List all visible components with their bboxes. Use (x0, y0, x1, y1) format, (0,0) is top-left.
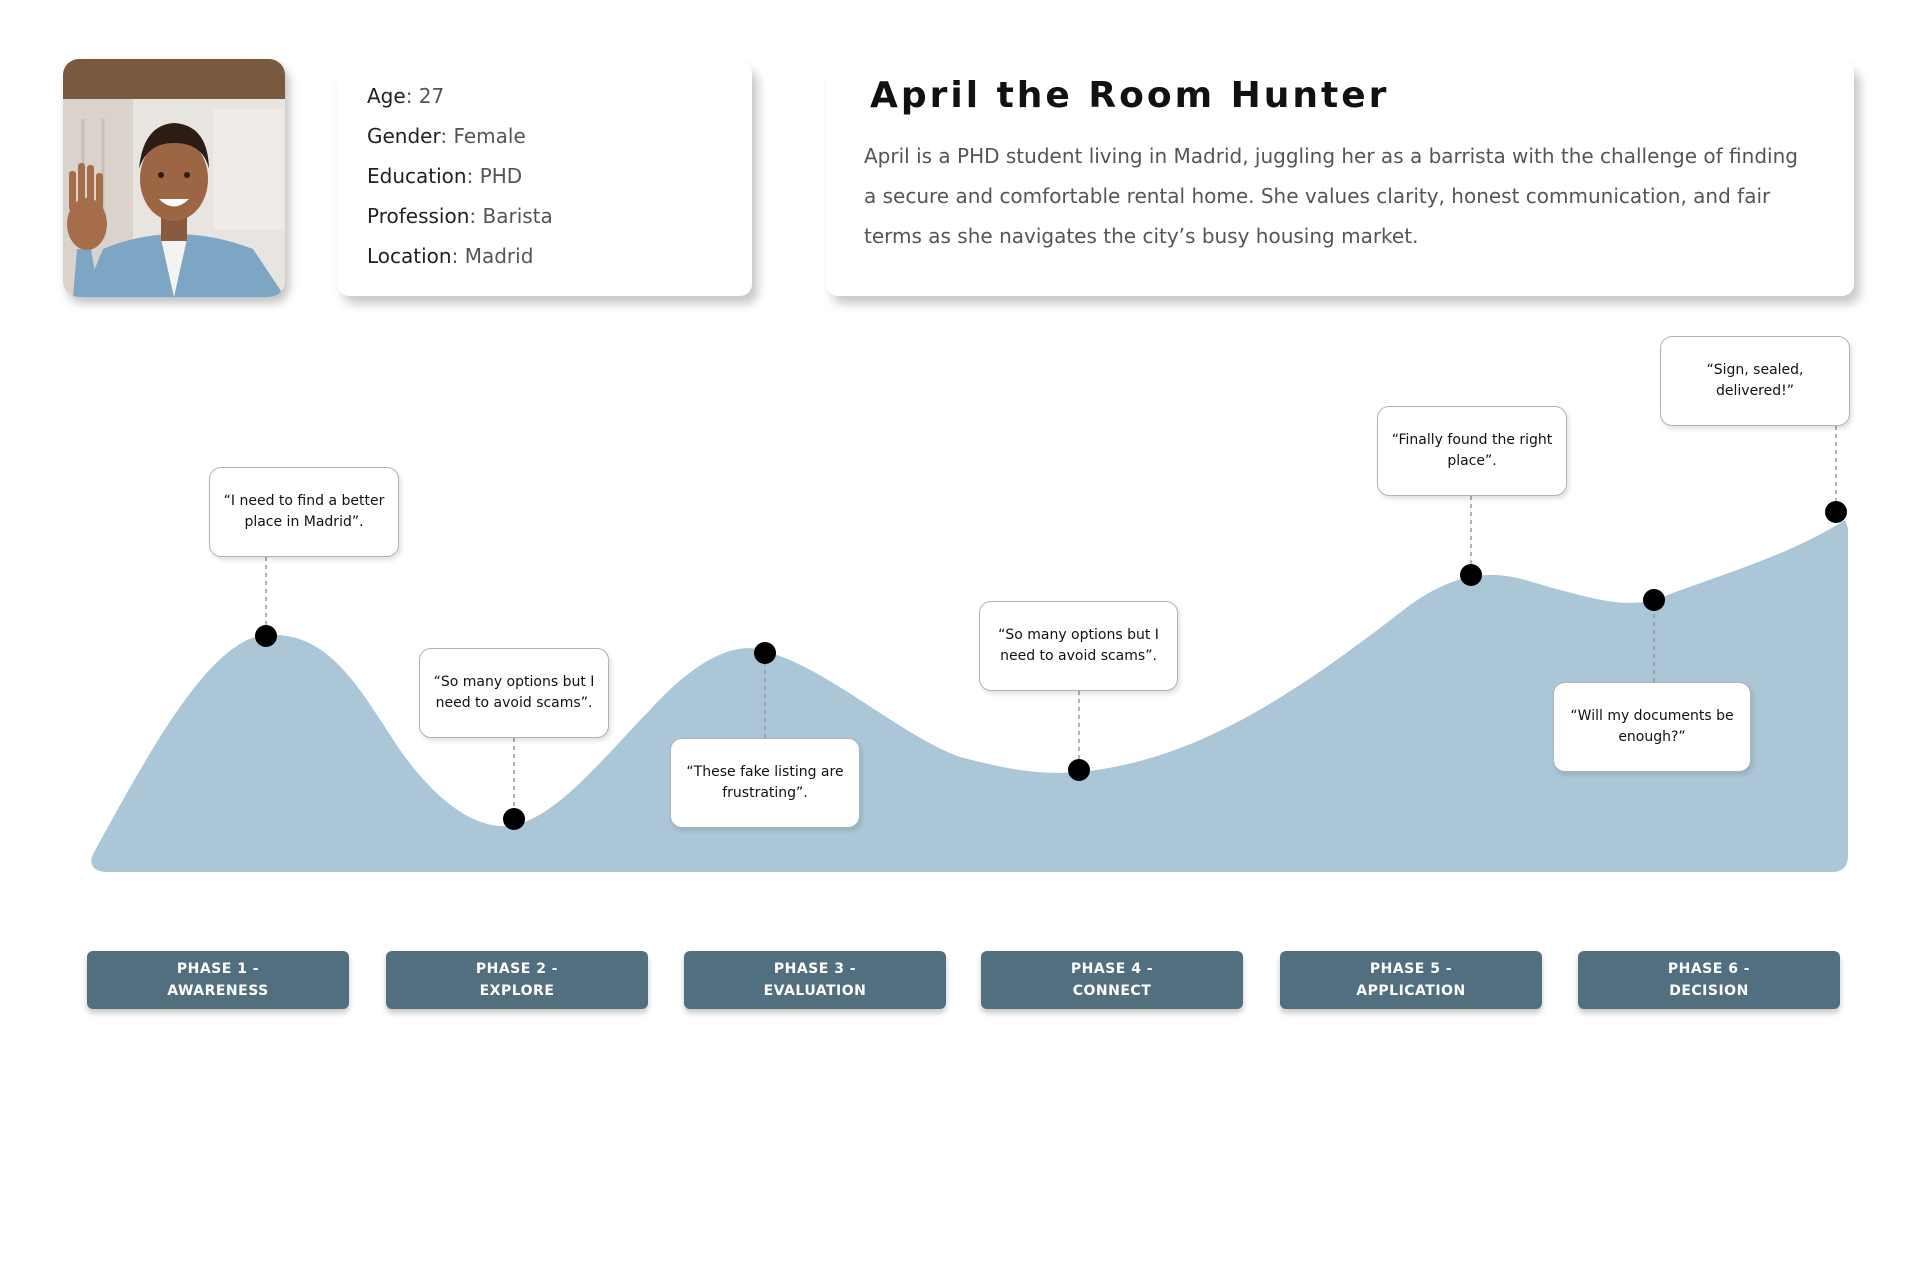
emotion-marker-3 (754, 642, 776, 664)
phase-title: DECISION (1669, 983, 1749, 999)
phase-label-5: PHASE 5 - APPLICATION (1280, 951, 1542, 1009)
phase-label-2: PHASE 2 - EXPLORE (386, 951, 648, 1009)
persona-detail-value: Female (453, 124, 526, 148)
persona-name: April the Room Hunter (870, 75, 1390, 116)
emotion-marker-6 (1643, 589, 1665, 611)
quote-bubble-4: “So many options but I need to avoid sca… (979, 601, 1178, 691)
persona-detail-education: Education: PHD (367, 156, 752, 196)
quote-bubble-3: “These fake listing are frustrating”. (670, 738, 860, 828)
persona-description-card: April the Room Hunter April is a PHD stu… (826, 62, 1854, 296)
persona-detail-separator: : (466, 164, 480, 188)
phase-label-1: PHASE 1 - AWARENESS (87, 951, 349, 1009)
persona-detail-label: Profession (367, 204, 470, 228)
persona-detail-label: Education (367, 164, 467, 188)
emotion-marker-4 (1068, 759, 1090, 781)
persona-detail-separator: : (440, 124, 454, 148)
persona-detail-value: Madrid (464, 244, 534, 268)
phase-title: AWARENESS (167, 983, 269, 999)
phase-title: APPLICATION (1356, 983, 1466, 999)
emotion-marker-5 (1460, 564, 1482, 586)
persona-detail-label: Gender (367, 124, 441, 148)
phase-label-4: PHASE 4 - CONNECT (981, 951, 1243, 1009)
persona-description: April is a PHD student living in Madrid,… (864, 144, 1798, 248)
persona-detail-value: 27 (418, 84, 445, 108)
persona-detail-label: Age (367, 84, 406, 108)
quote-bubble-7: “Sign, sealed, delivered!” (1660, 336, 1850, 426)
quote-connectors (265, 426, 1837, 819)
phase-number: PHASE 6 - (1667, 961, 1751, 977)
persona-detail-gender: Gender: Female (367, 116, 752, 156)
phase-number: PHASE 5 - (1369, 961, 1453, 977)
persona-detail-separator: : (451, 244, 465, 268)
persona-detail-label: Location (367, 244, 452, 268)
persona-detail-age: Age: 27 (367, 76, 752, 116)
persona-detail-profession: Profession: Barista (367, 196, 752, 236)
persona-detail-separator: : (469, 204, 483, 228)
phase-number: PHASE 1 - (176, 961, 260, 977)
phase-label-3: PHASE 3 - EVALUATION (684, 951, 946, 1009)
persona-detail-value: PHD (479, 164, 523, 188)
phase-number: PHASE 4 - (1070, 961, 1154, 977)
emotion-marker-7 (1825, 501, 1847, 523)
persona-detail-location: Location: Madrid (367, 236, 752, 276)
phase-number: PHASE 2 - (475, 961, 559, 977)
emotion-markers (255, 501, 1847, 830)
persona-photo (63, 59, 285, 297)
phase-label-6: PHASE 6 - DECISION (1578, 951, 1840, 1009)
persona-detail-separator: : (405, 84, 419, 108)
emotion-marker-1 (255, 625, 277, 647)
quote-bubble-6: “Will my documents be enough?” (1553, 682, 1751, 772)
persona-detail-value: Barista (482, 204, 553, 228)
quote-bubble-2: “So many options but I need to avoid sca… (419, 648, 609, 738)
quote-bubble-5: “Finally found the right place”. (1377, 406, 1567, 496)
phase-title: EVALUATION (763, 983, 867, 999)
phase-number: PHASE 3 - (773, 961, 857, 977)
phase-title: CONNECT (1072, 983, 1152, 999)
quote-bubble-1: “I need to find a better place in Madrid… (209, 467, 399, 557)
emotion-marker-2 (503, 808, 525, 830)
phase-title: EXPLORE (479, 983, 555, 999)
emotion-curve-area (91, 520, 1848, 872)
